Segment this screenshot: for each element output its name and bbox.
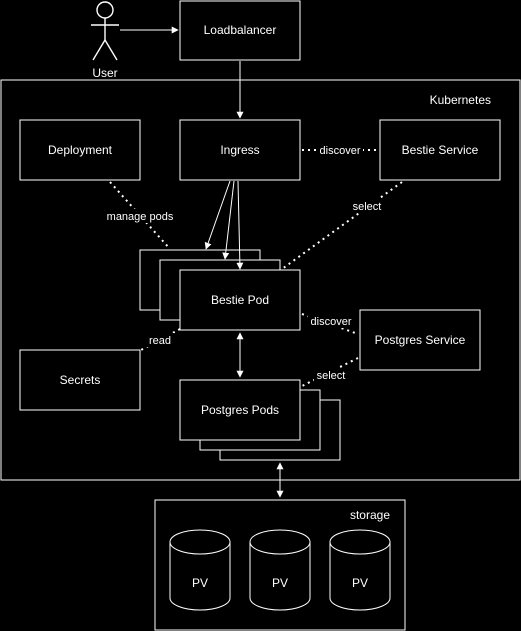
bestie-pod-label: Bestie Pod (211, 293, 269, 307)
postgres-pods-label: Postgres Pods (201, 403, 279, 417)
ingress-label: Ingress (220, 143, 259, 157)
manage-pods-label: manage pods (107, 211, 174, 223)
kubernetes-label: Kubernetes (430, 93, 491, 107)
discover-label-1: discover (320, 145, 361, 157)
select-label-2: select (317, 370, 346, 382)
ingress-to-pod-arrow-1 (204, 180, 231, 250)
pv-cylinder-3: PV (329, 529, 391, 611)
bestie-service-pods-link (281, 181, 403, 270)
bestie-service-label: Bestie Service (402, 143, 479, 157)
person-icon (91, 1, 119, 61)
postgres-pods-box (179, 379, 301, 441)
deployment-label: Deployment (48, 143, 113, 157)
pv-cylinder-2: PV (249, 529, 311, 611)
pv-cylinder-1: PV (169, 529, 231, 611)
loadbalancer-box (179, 0, 301, 61)
secrets-box (19, 349, 141, 411)
select-label-1: select (353, 201, 382, 213)
bestie-pod-box (179, 269, 301, 331)
user-label: User (92, 66, 117, 80)
loadbalancer-label: Loadbalancer (204, 23, 277, 37)
postgres-service-box (359, 309, 481, 371)
pv-label-1: PV (192, 576, 208, 590)
pod-postgres-service-link (301, 313, 359, 335)
ingress-to-pod-arrow-3 (236, 180, 244, 270)
pv-label-2: PV (272, 576, 288, 590)
ingress-box (179, 119, 301, 181)
storage-label: storage (350, 508, 390, 522)
deployment-box (19, 119, 141, 181)
pv-label-3: PV (352, 576, 368, 590)
discover-label-2: discover (311, 316, 352, 328)
read-label: read (149, 335, 171, 347)
secrets-label: Secrets (60, 373, 101, 387)
ingress-to-pod-arrow-2 (222, 180, 235, 260)
bestie-service-box (379, 119, 501, 181)
postgres-service-label: Postgres Service (375, 333, 466, 347)
